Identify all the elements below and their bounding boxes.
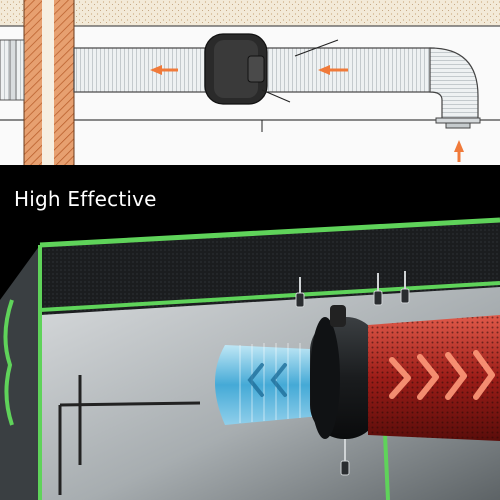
warm-air-duct [368,315,500,441]
tent-side-wall [0,245,40,500]
inline-fan-icon [204,33,268,105]
duct-ventilation-diagram [0,0,500,165]
ceiling-slab [0,0,500,26]
airflow-arrows [150,65,464,162]
duct-elbow [429,47,479,119]
tent-trim-mid [39,281,500,312]
tent-trim-top [39,217,500,248]
vent-cap-icon [0,39,25,101]
grow-tent-illustration [0,217,500,500]
ceiling-diffuser-icon [435,117,481,129]
duct-diagram-illustration [0,0,500,165]
grow-tent-scene [0,165,500,500]
inline-duct-fan-icon [310,305,380,439]
headline-text: High Effective [14,187,157,211]
